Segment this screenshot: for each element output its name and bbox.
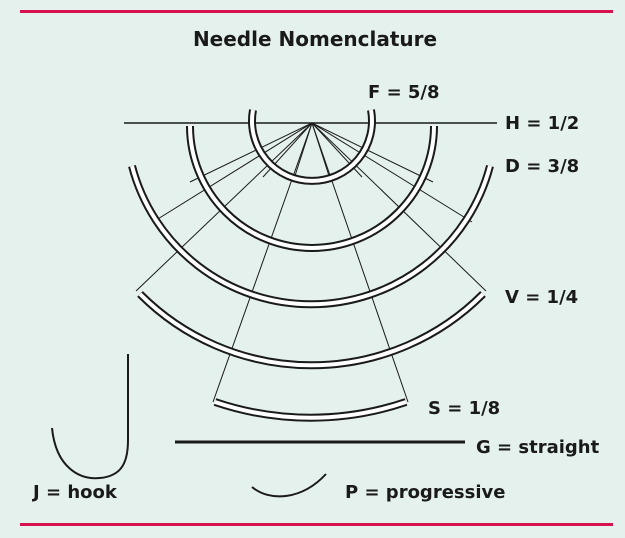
bottom-accent-rule (20, 523, 613, 526)
radial-line-7 (189, 122, 313, 183)
top-accent-rule (20, 10, 613, 13)
needle-arc-h-inner (188, 125, 436, 250)
needle-arc-d-outer (128, 164, 494, 309)
radial-line-12 (311, 122, 332, 183)
radial-line-11 (292, 122, 313, 183)
diagram-title: Needle Nomenclature (193, 27, 437, 51)
needle-arc-v-inner (138, 292, 485, 368)
radial-line-10 (311, 122, 363, 178)
label-p: P = progressive (345, 482, 505, 503)
hook-needle (51, 354, 129, 480)
progressive-needle (251, 473, 327, 498)
needle-arc-f-inner (250, 109, 374, 183)
radial-line-8 (311, 122, 434, 183)
label-j: J = hook (31, 482, 118, 503)
label-v: V = 1/4 (505, 287, 578, 308)
needle-arc-d-inner (130, 165, 492, 307)
label-s: S = 1/8 (428, 398, 500, 419)
needle-arc-s-inner (214, 400, 407, 420)
label-d: D = 3/8 (505, 156, 579, 177)
radial-line-5 (152, 122, 313, 223)
label-g: G = straight (476, 437, 600, 458)
needle-arcs (128, 109, 494, 422)
label-f: F = 5/8 (368, 82, 440, 103)
needle-arc-f-outer (248, 109, 376, 185)
needle-arc-h-outer (186, 125, 438, 252)
radial-line-3 (212, 122, 313, 403)
label-h: H = 1/2 (505, 113, 579, 134)
radial-line-6 (311, 122, 473, 223)
